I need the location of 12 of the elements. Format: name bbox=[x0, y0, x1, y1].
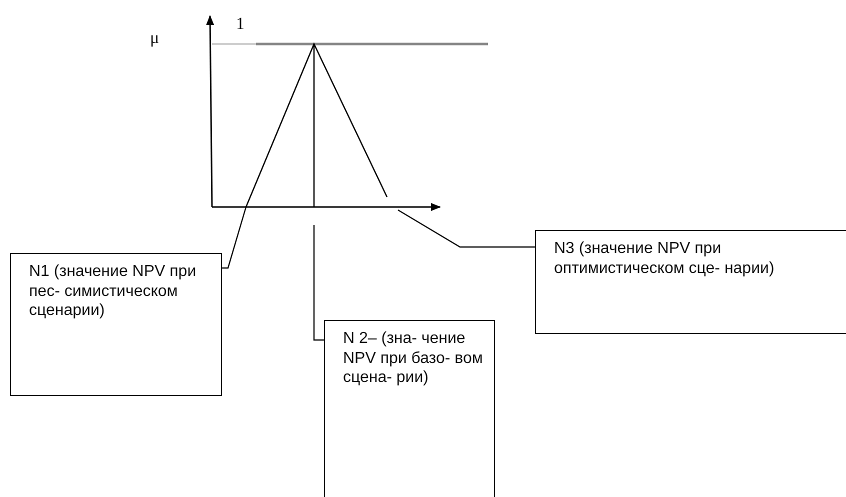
membership-function-drawing bbox=[206, 15, 488, 211]
leader-line bbox=[398, 209, 535, 248]
callout-text: N 2– (зна- чение NPV при базо- вом сцена- рии) bbox=[343, 329, 484, 388]
callout-text: N3 (значение NPV при оптимистическом сце- нарии) bbox=[554, 239, 776, 278]
leader-line bbox=[313, 225, 324, 341]
axis-value: 1 bbox=[236, 14, 244, 34]
callout-box bbox=[10, 253, 222, 396]
leader-line bbox=[222, 206, 247, 269]
callout-box bbox=[535, 230, 846, 334]
callout-text: N1 (значение NPV при пес- симистическом сценарии) bbox=[29, 262, 198, 320]
callout-box bbox=[324, 320, 495, 497]
axis-label: μ bbox=[150, 28, 160, 48]
